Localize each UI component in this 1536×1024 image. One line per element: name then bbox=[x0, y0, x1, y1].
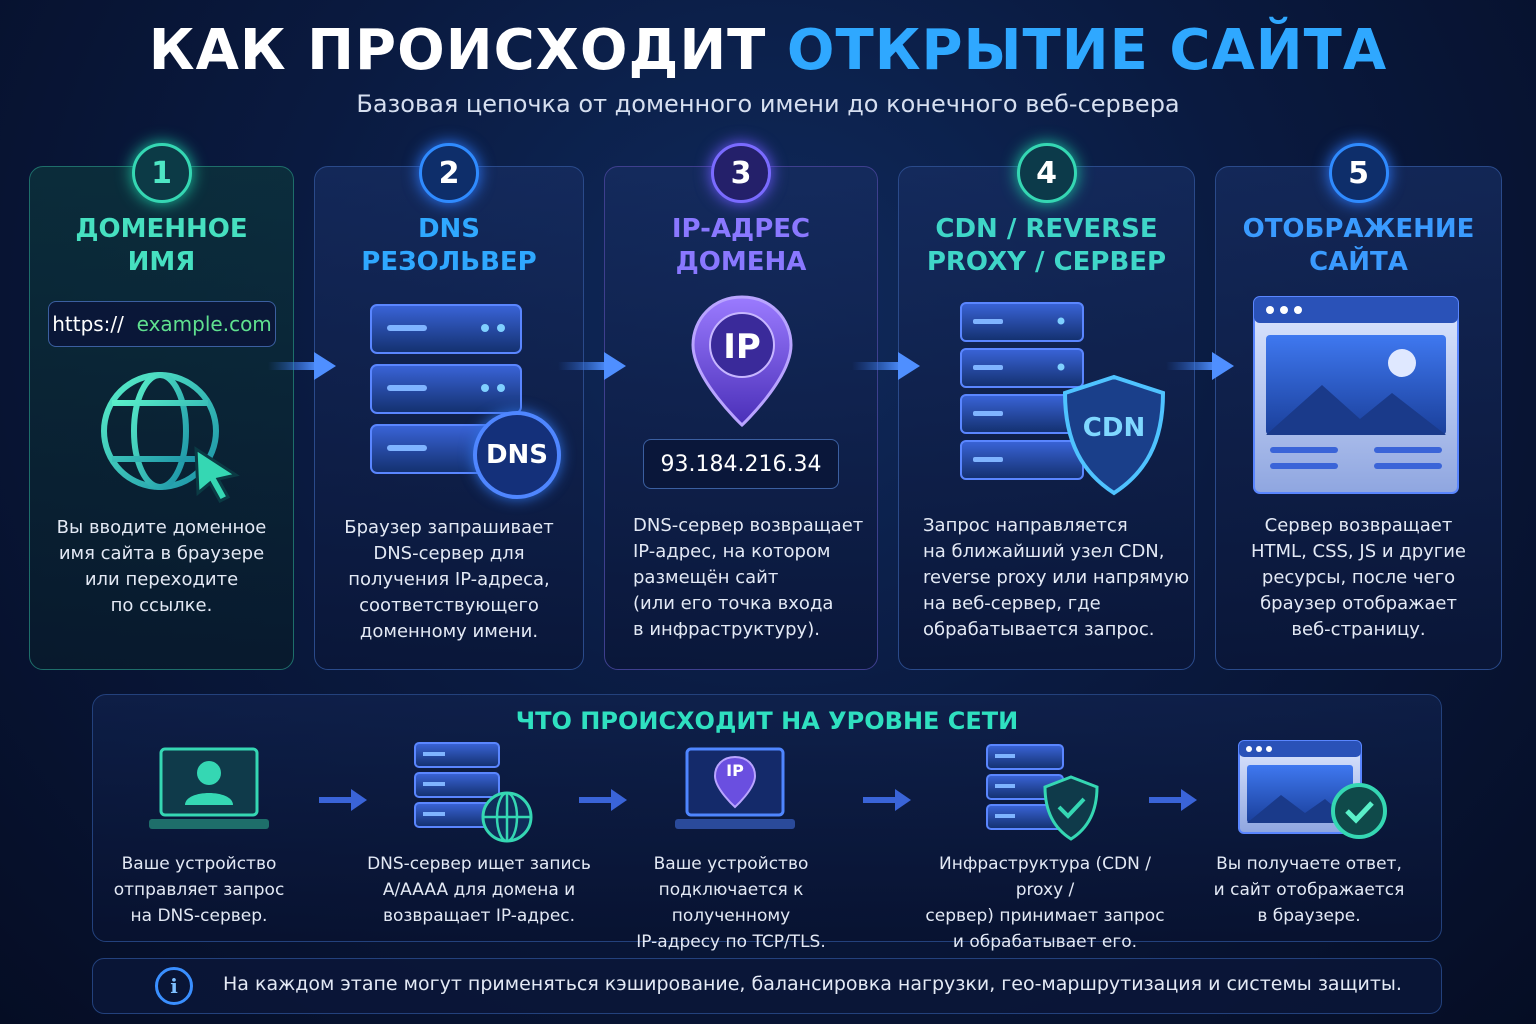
network-title: ЧТО ПРОИСХОДИТ НА УРОВНЕ СЕТИ bbox=[515, 707, 1019, 735]
laptop-ip-icon bbox=[675, 747, 795, 829]
network-step-process: Инфраструктура (CDN / proxy /сервер) при… bbox=[915, 737, 1175, 952]
arrow-right-icon bbox=[1166, 352, 1234, 380]
server-shield-icon bbox=[986, 744, 1099, 841]
cdn-badge-label: CDN bbox=[1082, 413, 1146, 443]
step-number: 3 bbox=[711, 143, 771, 203]
page-subtitle: Базовая цепочка от доменного имени до ко… bbox=[356, 90, 1180, 118]
browser-window-icon bbox=[1253, 296, 1459, 494]
arrow-right-icon bbox=[558, 352, 626, 380]
network-step-description: Инфраструктура (CDN / proxy /сервер) при… bbox=[925, 854, 1165, 952]
step-number: 5 bbox=[1328, 143, 1389, 203]
arrow-right-icon bbox=[319, 789, 367, 811]
pin-label: IP bbox=[726, 761, 744, 780]
url-domain: example.com bbox=[136, 312, 272, 336]
page-title: КАК ПРОИСХОДИТ ОТКРЫТИЕ САЙТА bbox=[148, 18, 1388, 83]
arrow-right-icon bbox=[1149, 789, 1197, 811]
arrow-right-icon bbox=[852, 352, 920, 380]
laptop-user-icon bbox=[149, 747, 269, 829]
cdn-shield-icon bbox=[1062, 374, 1166, 496]
pin-label: IP bbox=[723, 327, 761, 367]
info-bar: i На каждом этапе могут применяться кэши… bbox=[92, 958, 1442, 1014]
arrow-right-icon bbox=[863, 789, 911, 811]
dns-badge-icon: DNS bbox=[473, 411, 561, 499]
server-stack-icon bbox=[370, 304, 522, 474]
url-bar: https:// example.com bbox=[48, 301, 276, 347]
ip-address-field: 93.184.216.34 bbox=[643, 439, 839, 489]
info-text: На каждом этапе могут применяться кэширо… bbox=[223, 973, 1402, 995]
location-pin-icon bbox=[691, 295, 793, 428]
step-number: 2 bbox=[419, 143, 479, 203]
arrow-right-icon bbox=[579, 789, 627, 811]
browser-check-icon bbox=[1238, 740, 1387, 839]
info-icon: i bbox=[155, 967, 193, 1005]
arrow-right-icon bbox=[268, 352, 336, 380]
globe-cursor-icon bbox=[101, 372, 240, 503]
server-globe-icon bbox=[414, 742, 533, 843]
network-level-panel: ЧТО ПРОИСХОДИТ НА УРОВНЕ СЕТИ Ваше устро… bbox=[92, 694, 1442, 952]
step-number: 4 bbox=[1016, 143, 1077, 203]
step-number: 1 bbox=[131, 143, 192, 203]
server-rack-icon bbox=[960, 302, 1084, 480]
